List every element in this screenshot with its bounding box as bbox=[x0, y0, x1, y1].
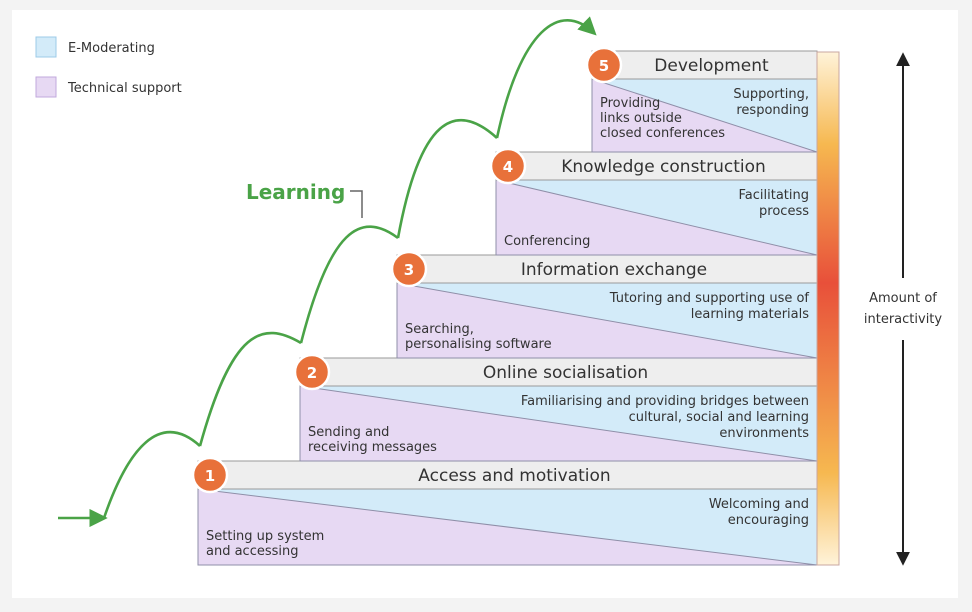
stage-2-number: 2 bbox=[307, 364, 317, 382]
stage-1-title: Access and motivation bbox=[418, 466, 610, 486]
stage-2-technical-text: Sending and bbox=[308, 425, 389, 440]
stage-4: Knowledge construction 4Facilitatingproce… bbox=[489, 147, 818, 256]
stage-1-technical-area bbox=[197, 488, 818, 566]
stage-3-emoderating-text: learning materials bbox=[691, 307, 809, 322]
stage-4-title-bar bbox=[495, 151, 818, 181]
learning-hop-4 bbox=[396, 119, 498, 239]
learning-hop-2 bbox=[198, 331, 302, 447]
stage-2-technical-text: receiving messages bbox=[308, 440, 437, 455]
interactivity-gradient-bar bbox=[816, 51, 840, 566]
stage-5-title: Development bbox=[654, 56, 769, 76]
stage-2-technical-area bbox=[299, 385, 818, 462]
legend-swatch-emoderating bbox=[35, 36, 57, 58]
stage-4-badge bbox=[489, 147, 527, 185]
stage-3-number: 3 bbox=[404, 261, 414, 279]
legend-swatch-technical bbox=[35, 76, 57, 98]
stage-3-technical-text: personalising software bbox=[405, 337, 552, 352]
stage-1-emoderating-text: Welcoming and bbox=[709, 497, 809, 512]
learning-arrows bbox=[58, 16, 597, 528]
stage-3-emoderating-text: Tutoring and supporting use of bbox=[609, 291, 810, 306]
stage-5-number: 5 bbox=[599, 57, 609, 75]
learning-hop-3 bbox=[299, 225, 399, 344]
learning-label: Learning bbox=[246, 180, 345, 204]
stage-1-number: 1 bbox=[205, 467, 215, 485]
stage-2-emoderating-text: cultural, social and learning bbox=[629, 410, 809, 425]
stage-4-emoderating-text: Facilitating bbox=[739, 188, 810, 203]
stage-2-emoderating-text: Familiarising and providing bridges betw… bbox=[521, 394, 809, 409]
stage-2-emoderating-text: environments bbox=[719, 426, 809, 441]
stage-3-technical-text: Searching, bbox=[405, 322, 474, 337]
legend-label-emoderating: E-Moderating bbox=[68, 41, 155, 56]
stage-5-technical-text: Providing bbox=[600, 96, 660, 111]
stage-4-title: Knowledge construction bbox=[561, 157, 766, 177]
legend: E-Moderating Technical support bbox=[35, 36, 182, 98]
stage-2-badge bbox=[293, 353, 331, 391]
stage-5-technical-text: closed conferences bbox=[600, 126, 725, 141]
stage-3-technical-area bbox=[396, 282, 818, 359]
stage-2-title-bar bbox=[299, 357, 818, 387]
stage-4-technical-area bbox=[495, 179, 818, 256]
stage-1-emoderating-text: encouraging bbox=[728, 513, 809, 528]
stage-4-technical-text: Conferencing bbox=[504, 234, 590, 249]
interactivity-label-line-1: Amount of bbox=[869, 291, 937, 306]
interactivity-label-line-2: interactivity bbox=[864, 312, 943, 327]
learning-hop-1 bbox=[102, 430, 201, 519]
stage-1-badge bbox=[191, 456, 229, 494]
stage-3-title: Information exchange bbox=[521, 260, 707, 280]
learning-hop-5 bbox=[495, 16, 597, 139]
stage-1-technical-text: and accessing bbox=[206, 544, 299, 559]
stage-2-title: Online socialisation bbox=[483, 363, 648, 383]
learning-label-leader bbox=[350, 190, 363, 218]
stage-5-emoderating-text: responding bbox=[736, 103, 809, 118]
stage-5-emoderating-text: Supporting, bbox=[733, 87, 809, 102]
stage-5-technical-area bbox=[591, 78, 818, 153]
legend-label-technical: Technical support bbox=[67, 81, 182, 96]
stage-4-emoderating-text: process bbox=[759, 204, 809, 219]
stage-1-technical-text: Setting up system bbox=[206, 529, 324, 544]
stage-5-technical-text: links outside bbox=[600, 111, 682, 126]
stage-3-badge bbox=[390, 250, 428, 288]
stage-4-number: 4 bbox=[503, 158, 513, 176]
stage-5-badge bbox=[585, 46, 623, 84]
